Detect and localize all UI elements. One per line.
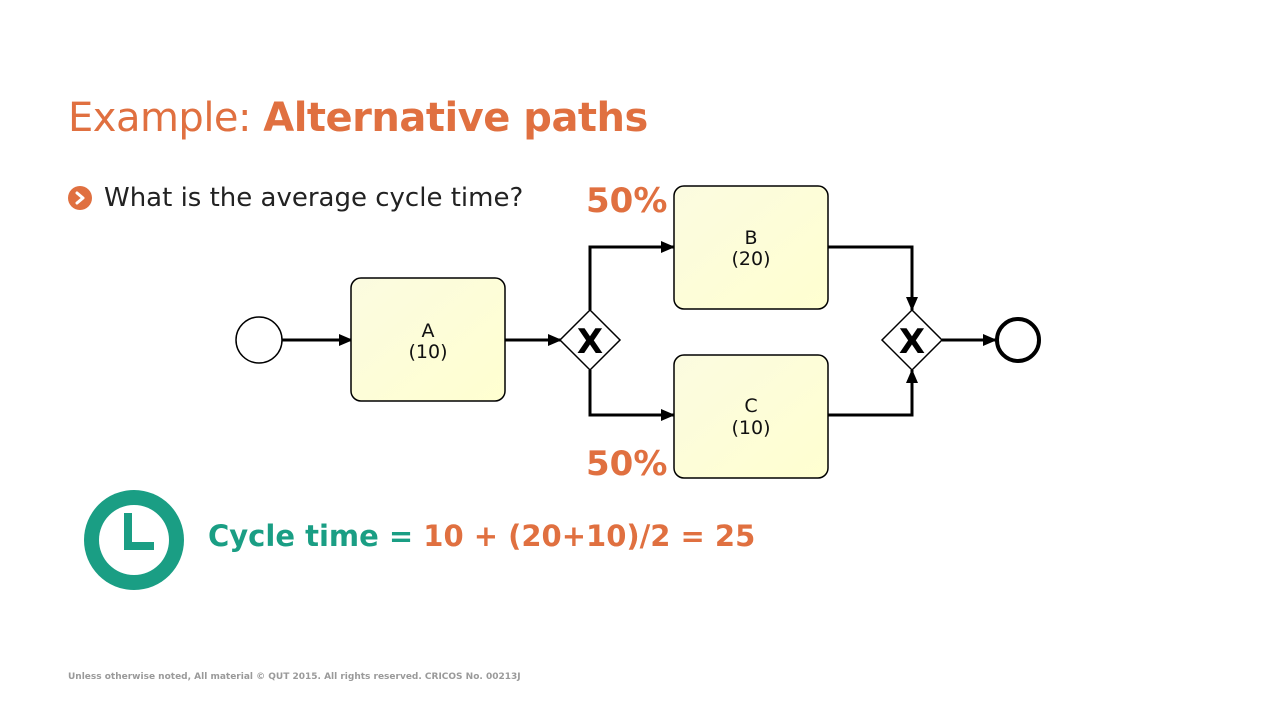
task-a-duration: (10) <box>408 341 447 363</box>
flow-b-to-join <box>828 245 918 311</box>
start-event <box>235 316 283 364</box>
clock-icon <box>84 490 184 590</box>
task-b-name: B <box>744 227 757 249</box>
flow-split-to-b <box>588 241 675 310</box>
task-b: B (20) <box>673 185 829 310</box>
upper-branch-probability: 50% <box>586 181 668 221</box>
bullet-text: What is the average cycle time? <box>104 183 524 213</box>
task-c-name: C <box>744 395 757 417</box>
task-c-duration: (10) <box>731 417 770 439</box>
cycle-time-formula: Cycle time = 10 + (20+10)/2 = 25 <box>208 519 755 553</box>
task-a: A (10) <box>350 277 506 402</box>
split-gateway: X <box>558 308 622 372</box>
end-event <box>995 317 1041 363</box>
lower-branch-probability: 50% <box>586 444 668 484</box>
copyright-footer: Unless otherwise noted, All material © Q… <box>68 672 521 682</box>
task-c: C (10) <box>673 354 829 479</box>
formula-lhs: Cycle time = <box>208 519 424 553</box>
title-light: Example: <box>68 95 264 141</box>
formula-rhs: 10 + (20+10)/2 = 25 <box>423 519 756 553</box>
title-bold: Alternative paths <box>263 95 648 141</box>
split-gateway-symbol: X <box>577 322 603 362</box>
chevron-right-icon <box>68 186 92 210</box>
join-gateway-symbol: X <box>899 322 925 362</box>
join-gateway: X <box>880 308 944 372</box>
task-a-name: A <box>422 320 435 342</box>
flow-split-to-c <box>588 370 675 421</box>
task-b-duration: (20) <box>731 248 770 270</box>
flow-c-to-join <box>828 369 918 417</box>
slide-title: Example: Alternative paths <box>68 92 648 144</box>
bullet-point: What is the average cycle time? <box>68 183 523 213</box>
